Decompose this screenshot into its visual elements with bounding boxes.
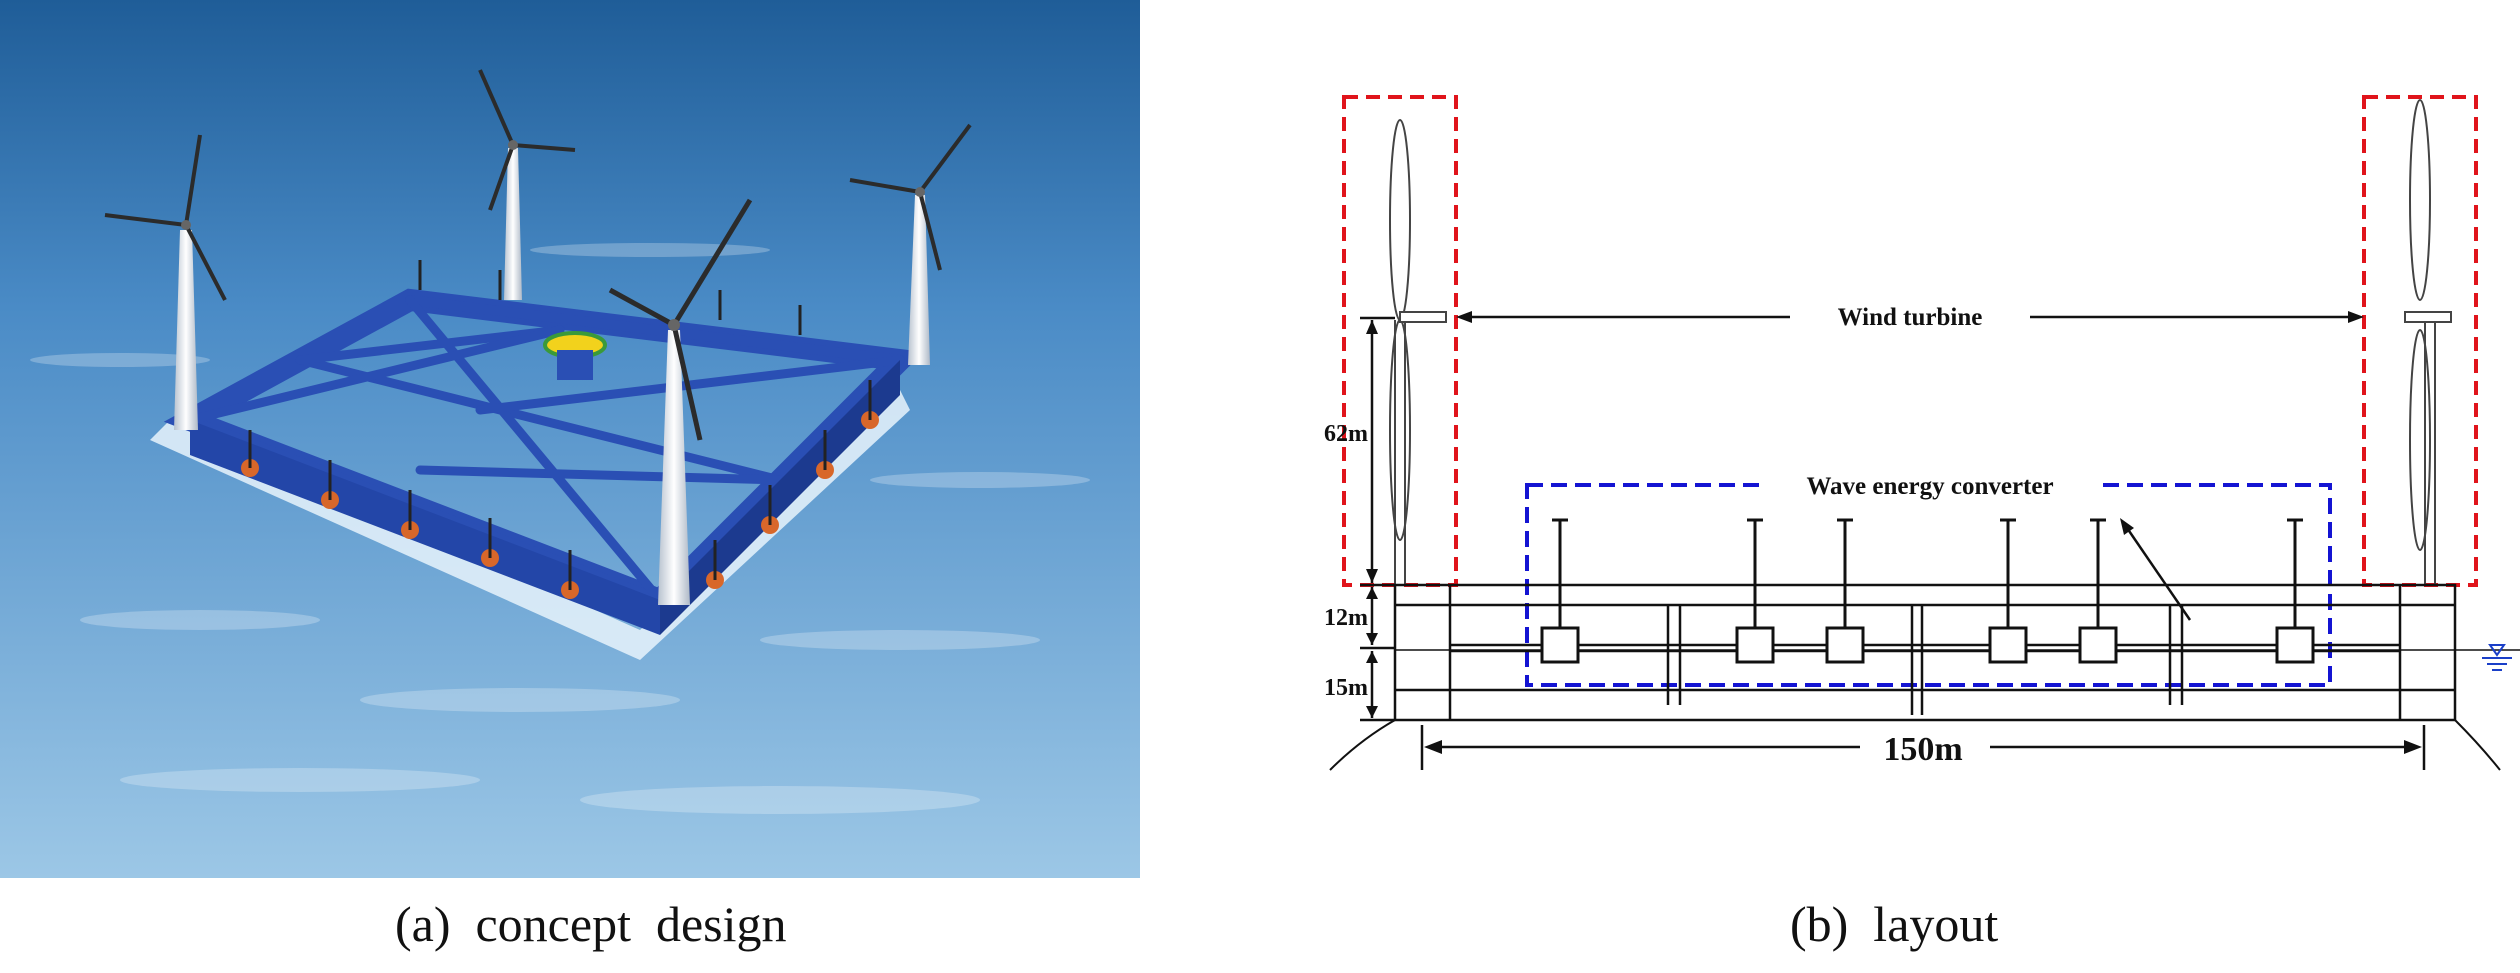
wind-turbine-left-sketch <box>1389 119 1447 585</box>
seabed-right <box>2454 719 2501 771</box>
wec-label: Wave energy converter <box>1806 473 2053 500</box>
wind-turbine-box-left <box>1342 95 1458 587</box>
dimension-arrowheads <box>1366 320 2422 754</box>
dimension-lines <box>1360 316 2426 770</box>
wind-turbine-left <box>104 134 227 430</box>
wave-highlights <box>30 243 1090 814</box>
layout-diagram: Wind turbine Wave energy converter <box>1324 95 2520 771</box>
wind-turbine-back <box>478 69 576 300</box>
wind-turbine-box-right <box>2362 95 2478 587</box>
wind-turbine-right-sketch <box>2404 99 2452 585</box>
caption-concept-design: (a) concept design <box>395 896 787 952</box>
concept-design-image <box>0 0 1140 878</box>
caption-layout: (b) layout <box>1790 896 1999 952</box>
seabed-left <box>1329 719 1396 771</box>
platform-hull <box>190 420 660 635</box>
height-12m-label: 12m <box>1324 605 1368 631</box>
width-150m-label: 150m <box>1883 731 1962 768</box>
height-62m-label: 62m <box>1324 421 1368 447</box>
wind-turbine-right <box>849 123 972 365</box>
wind-turbine-front <box>608 198 753 605</box>
height-15m-label: 15m <box>1324 675 1368 701</box>
platform-structure <box>1393 583 2520 722</box>
wave-energy-posts <box>248 260 872 590</box>
water-level-icon <box>2482 644 2512 671</box>
wind-turbine-label: Wind turbine <box>1838 304 1983 331</box>
wec-units <box>1540 518 2315 664</box>
platform-hull-side <box>660 360 900 635</box>
